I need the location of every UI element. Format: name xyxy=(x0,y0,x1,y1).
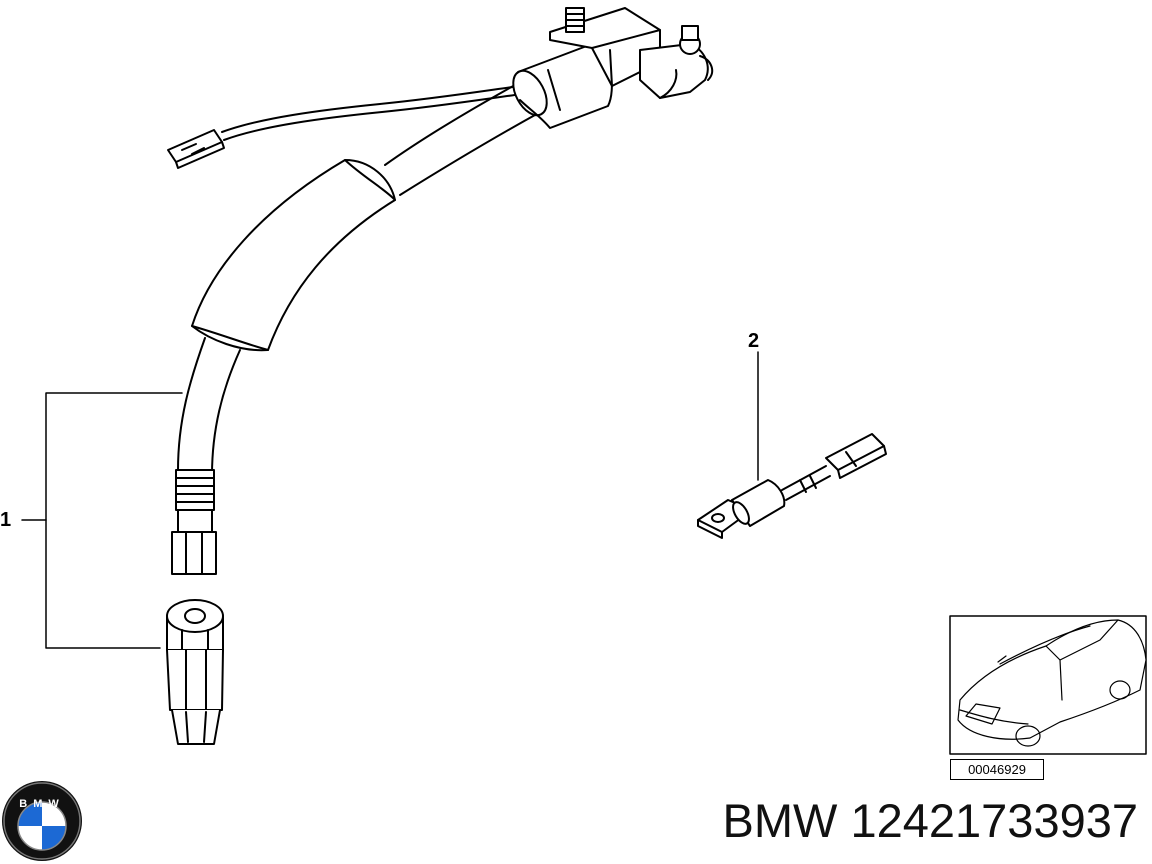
sensor-lead xyxy=(697,351,887,539)
vehicle-thumbnail xyxy=(949,615,1147,755)
battery-terminal-clamp xyxy=(549,7,714,99)
callout-1-leader xyxy=(21,392,183,649)
bmw-logo: BMW xyxy=(2,781,82,861)
sensor-plug xyxy=(167,129,225,169)
crimp-sleeve xyxy=(175,469,215,533)
battery-cable-assembly xyxy=(21,7,714,745)
hex-fitting-lower xyxy=(166,599,224,745)
part-number-caption: BMW 12421733937 xyxy=(722,794,1138,847)
bmw-logo-letters: BMW xyxy=(19,798,65,810)
cable-cover xyxy=(191,159,396,352)
diagram-reference-id: 00046929 xyxy=(950,759,1044,780)
lower-cable xyxy=(177,337,206,471)
hex-fitting-upper xyxy=(171,531,217,575)
sensor-wire xyxy=(221,85,521,133)
callout-label-1: 1 xyxy=(0,509,12,531)
main-cable xyxy=(384,84,516,166)
callout-label-2: 2 xyxy=(748,330,760,352)
